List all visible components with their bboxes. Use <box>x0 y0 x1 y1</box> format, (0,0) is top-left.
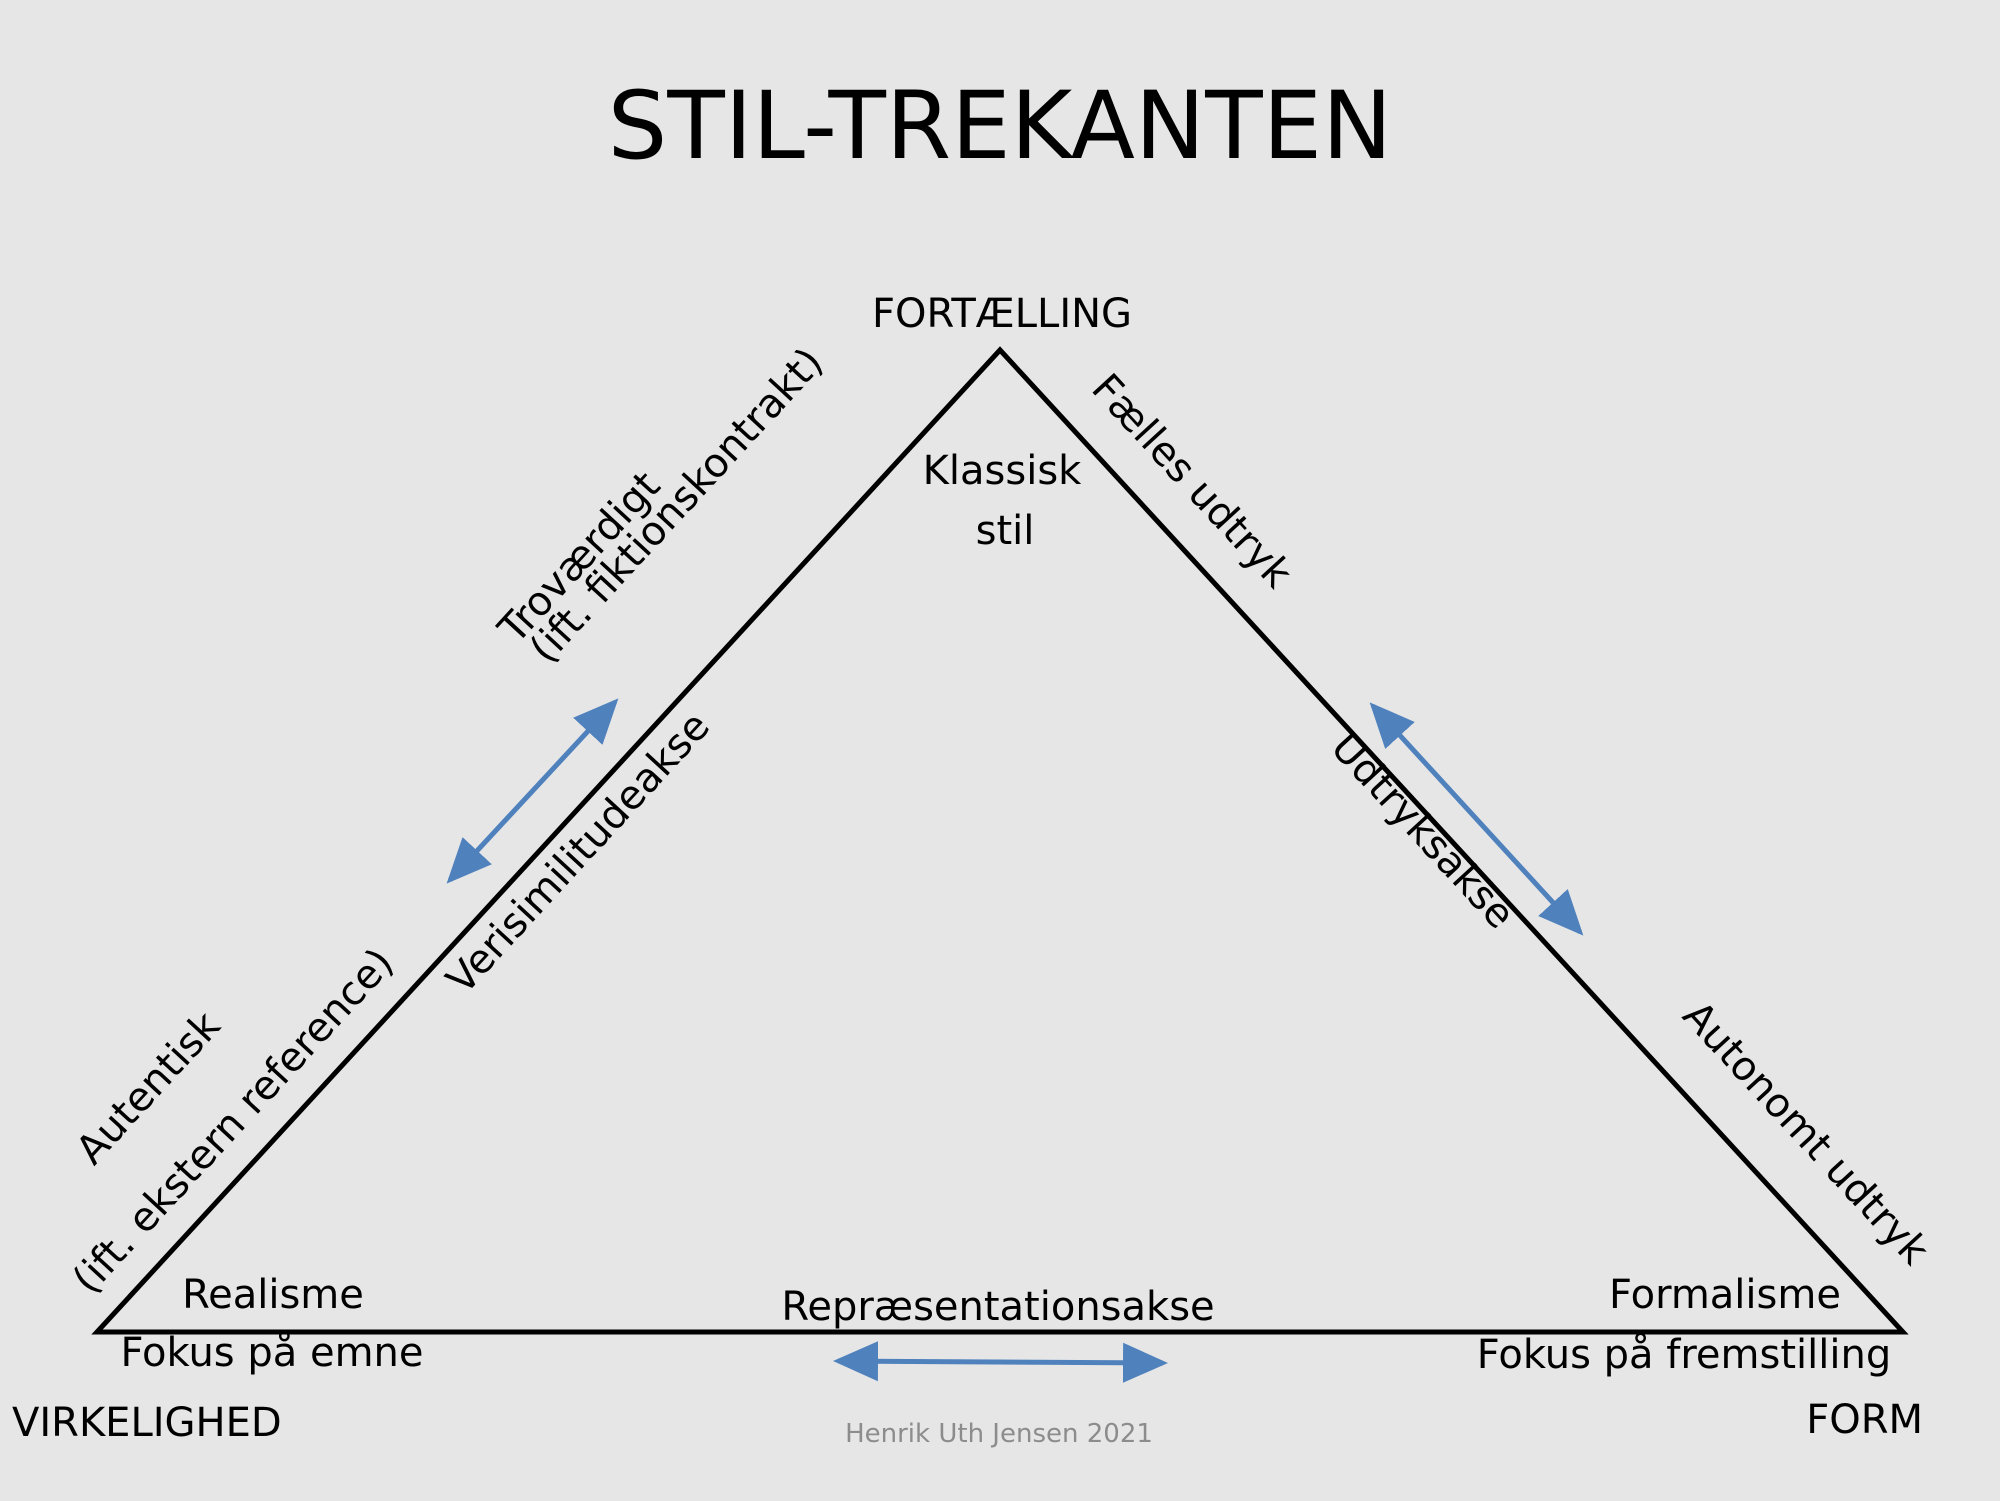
arrow-right-axis <box>1369 702 1584 936</box>
vertex-label-top: FORTÆLLING <box>872 291 1132 337</box>
right-upper-label: Fælles udtryk <box>1082 365 1301 597</box>
vertex-label-right: FORM <box>1806 1397 1923 1443</box>
vertex-label-left: VIRKELIGHED <box>12 1400 282 1446</box>
corner-top-line-2: stil <box>976 508 1035 554</box>
corner-top-line-1: Klassisk <box>923 448 1082 494</box>
corner-left-style: Realisme <box>182 1272 364 1318</box>
left-upper-line-2: (ift. fiktionskontrakt) <box>521 339 832 672</box>
arrow-left-axis <box>446 698 619 884</box>
axis-label-bottom: Repræsentationsakse <box>781 1284 1214 1330</box>
credit-text: Henrik Uth Jensen 2021 <box>845 1419 1153 1449</box>
triangle-outline <box>91 346 1909 1335</box>
page-title: STIL-TREKANTEN <box>608 72 1393 181</box>
corner-right-focus: Fokus på fremstilling <box>1477 1332 1891 1378</box>
right-lower-label: Autonomt udtryk <box>1674 993 1938 1275</box>
axis-label-left: Verisimilitudeakse <box>438 703 719 1003</box>
corner-left-focus: Fokus på emne <box>120 1330 423 1376</box>
arrow-bottom-axis <box>833 1341 1168 1383</box>
corner-right-style: Formalisme <box>1609 1272 1841 1318</box>
